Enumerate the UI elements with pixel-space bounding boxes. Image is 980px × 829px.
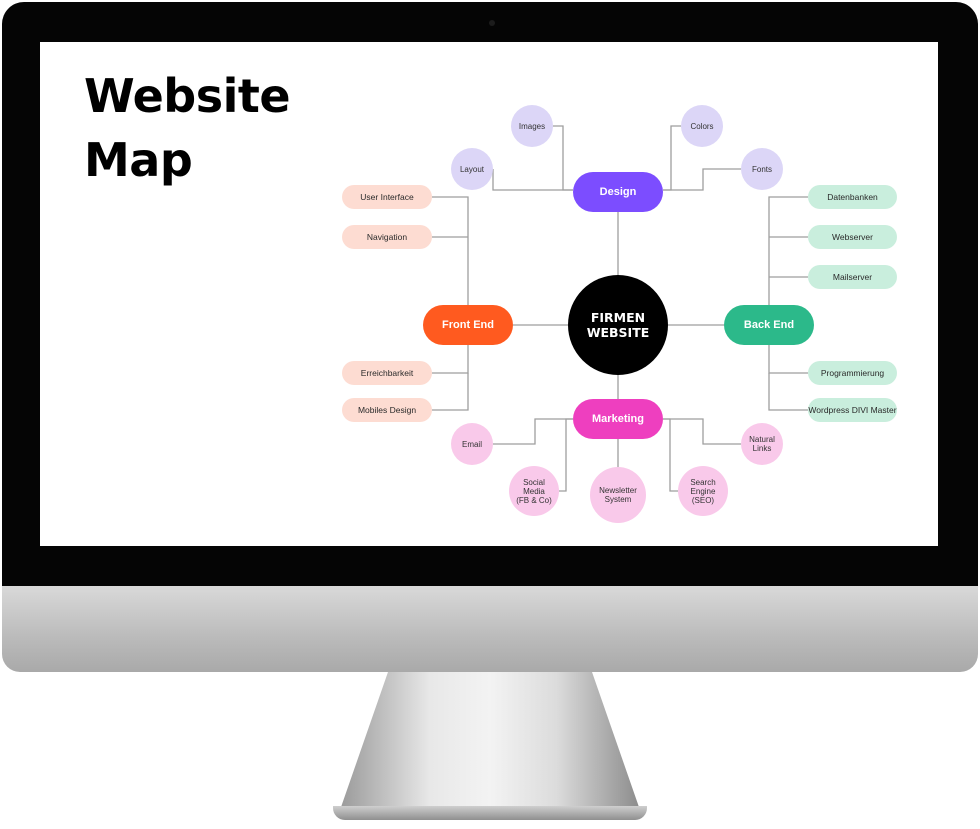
connector-backend-wordpress	[768, 373, 808, 411]
backend-child-mailserver: Mailserver	[808, 265, 897, 289]
backend-child-programmierung: Programmierung	[808, 361, 897, 385]
hub-marketing: Marketing	[573, 399, 663, 439]
design-child-colors: Colors	[681, 105, 723, 147]
connector-design-images	[553, 125, 573, 191]
frontend-child-erreichbarkeit: Erreichbarkeit	[342, 361, 432, 385]
connector-marketing-search	[663, 418, 678, 492]
marketing-child-email: Email	[451, 423, 493, 465]
marketing-child-natural-links: Natural Links	[741, 423, 783, 465]
hub-back-end: Back End	[724, 305, 814, 345]
connector-design-fonts	[663, 168, 741, 191]
camera-icon	[489, 20, 495, 26]
monitor-stand	[340, 672, 640, 810]
monitor-stand-base	[333, 806, 647, 820]
marketing-child-newsletter-system: Newsletter System	[590, 467, 646, 523]
frontend-child-user-interface: User Interface	[342, 185, 432, 209]
page-title-line-1: Website	[84, 69, 291, 123]
connector-design-colors	[663, 125, 681, 191]
connector-frontend-mobiles-design	[432, 373, 469, 411]
connector-marketing-social	[559, 418, 573, 492]
frontend-child-navigation: Navigation	[342, 225, 432, 249]
connector-frontend-user-interface	[432, 196, 469, 325]
connector-marketing-email	[493, 418, 573, 445]
mind-map-connectors	[432, 125, 808, 492]
hub-design: Design	[573, 172, 663, 212]
connector-marketing-natural	[663, 418, 741, 445]
design-child-layout: Layout	[451, 148, 493, 190]
page-title-line-2: Map	[84, 133, 193, 187]
connector-backend-datenbanken	[768, 196, 808, 325]
backend-child-webserver: Webserver	[808, 225, 897, 249]
screen: Website Map FIRMEN WEBSITE Design Front …	[40, 42, 938, 546]
center-node: FIRMEN WEBSITE	[568, 275, 668, 375]
backend-child-wordpress-divi-master: Wordpress DIVI Master	[808, 398, 897, 422]
page-title: Website Map	[84, 64, 291, 192]
frontend-child-mobiles-design: Mobiles Design	[342, 398, 432, 422]
marketing-child-search-engine: Search Engine (SEO)	[678, 466, 728, 516]
design-child-fonts: Fonts	[741, 148, 783, 190]
design-child-images: Images	[511, 105, 553, 147]
marketing-child-social-media: Social Media (FB & Co)	[509, 466, 559, 516]
connector-design-layout	[492, 169, 573, 191]
backend-child-datenbanken: Datenbanken	[808, 185, 897, 209]
monitor-chin	[2, 586, 978, 672]
hub-front-end: Front End	[423, 305, 513, 345]
